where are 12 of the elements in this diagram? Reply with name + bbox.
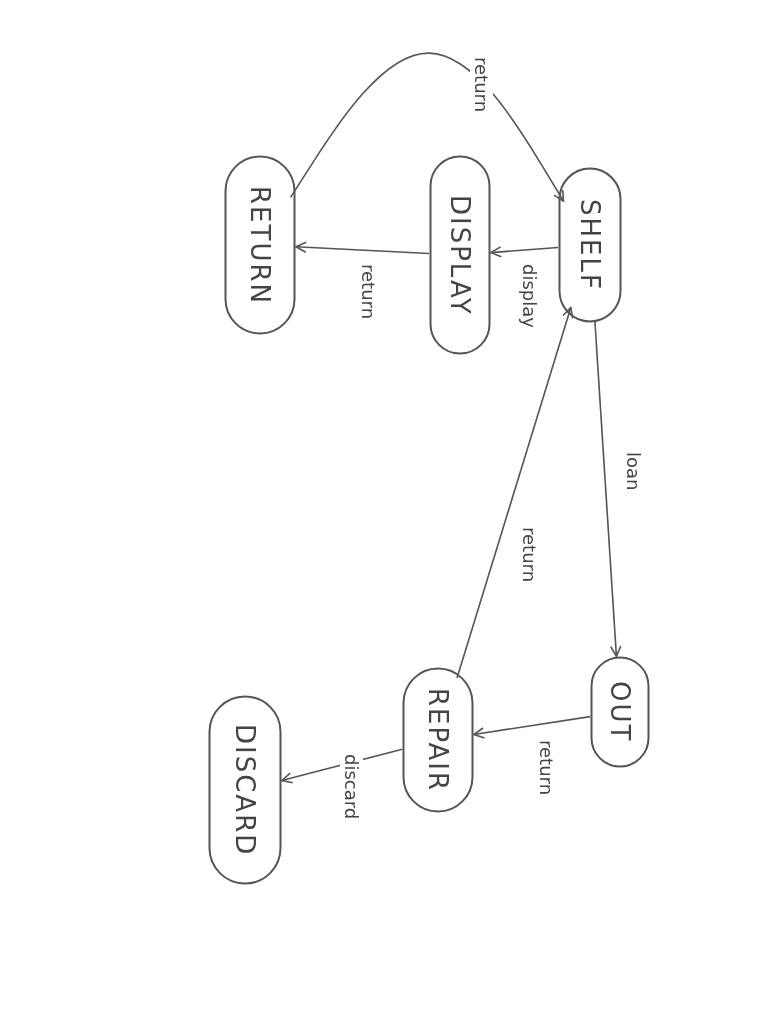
state-name: DISPLAY — [445, 194, 475, 316]
arrow — [594, 321, 622, 658]
state-name: OUT — [605, 681, 635, 743]
state-name: REPAIR — [423, 688, 453, 792]
state-name: DISCARD — [230, 723, 260, 857]
arrow — [289, 52, 565, 202]
arrow — [456, 306, 574, 679]
arrow — [295, 241, 430, 255]
arrow — [490, 246, 559, 258]
state-name: SHELF — [575, 199, 605, 291]
state-name: RETURN — [245, 185, 275, 305]
arrow — [473, 715, 591, 739]
